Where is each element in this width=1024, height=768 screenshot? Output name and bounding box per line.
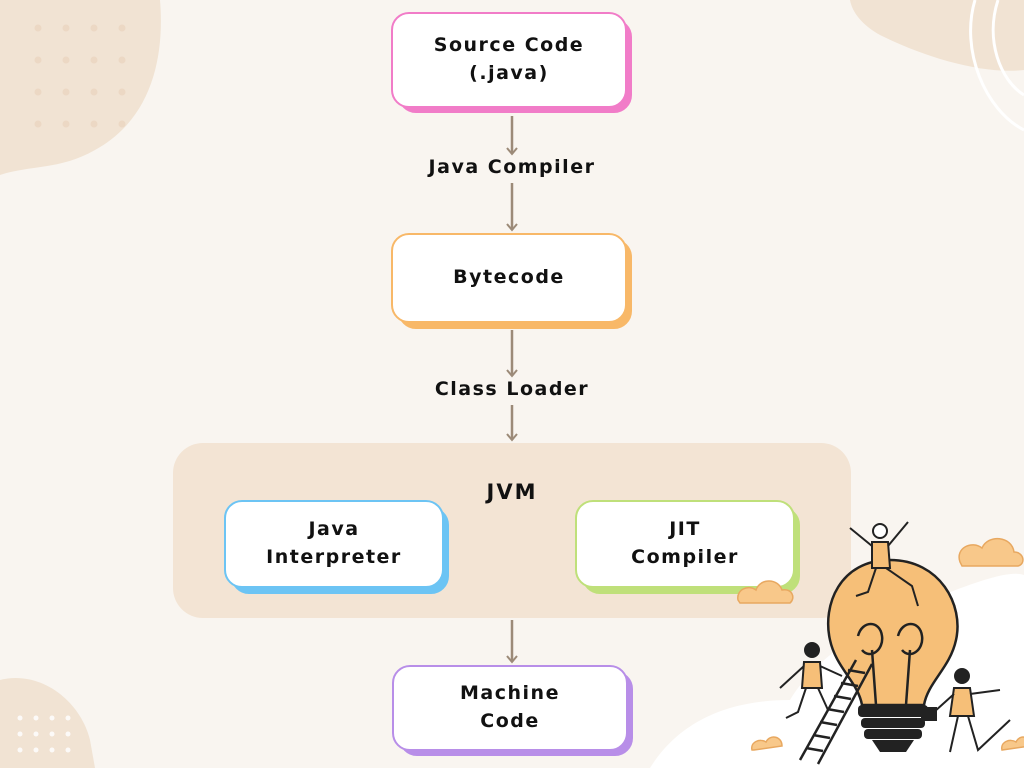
machine-code-node: Machine Code (392, 665, 628, 751)
person-watering-icon (921, 668, 1011, 753)
person-on-ladder-icon (779, 642, 843, 719)
jvm-container-label: JVM (486, 480, 538, 504)
cloud-icon (737, 538, 1024, 751)
jit-compiler-node: JIT Compiler (575, 500, 795, 588)
edge-label-java-compiler: Java Compiler (428, 156, 596, 178)
bytecode-node: Bytecode (391, 233, 627, 323)
person-on-bulb-icon (849, 521, 919, 607)
edge-label-class-loader: Class Loader (434, 378, 590, 400)
lightbulb-icon (826, 558, 959, 752)
source-code-node: Source Code (.java) (391, 12, 627, 108)
java-interpreter-node: Java Interpreter (224, 500, 444, 588)
